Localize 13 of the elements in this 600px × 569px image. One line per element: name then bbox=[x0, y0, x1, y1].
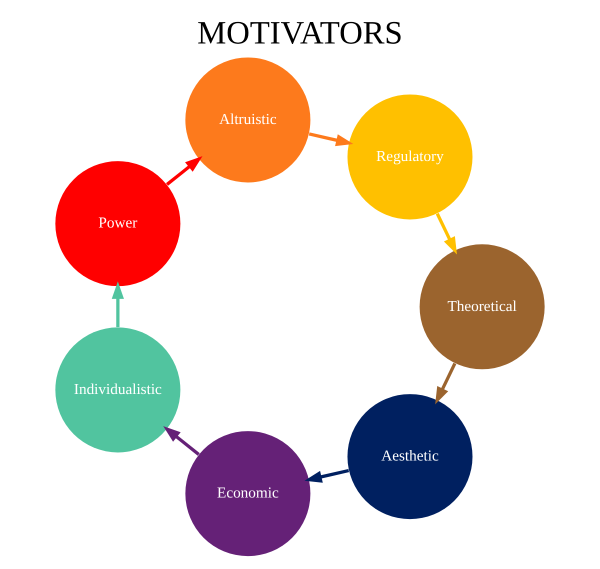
node-circle: Power bbox=[55, 161, 180, 286]
arrow bbox=[308, 132, 354, 146]
arrow bbox=[435, 362, 456, 404]
arrow bbox=[166, 156, 203, 186]
arrow bbox=[436, 212, 457, 255]
arrow bbox=[163, 426, 200, 456]
diagram-title: MOTIVATORS bbox=[197, 15, 403, 52]
node-circle: Regulatory bbox=[347, 94, 472, 220]
arrow bbox=[112, 281, 124, 328]
node-circle: Economic bbox=[185, 431, 310, 556]
node-circle: Theoretical bbox=[420, 244, 545, 370]
arrow bbox=[304, 469, 350, 483]
node-circle: Aesthetic bbox=[347, 394, 472, 520]
